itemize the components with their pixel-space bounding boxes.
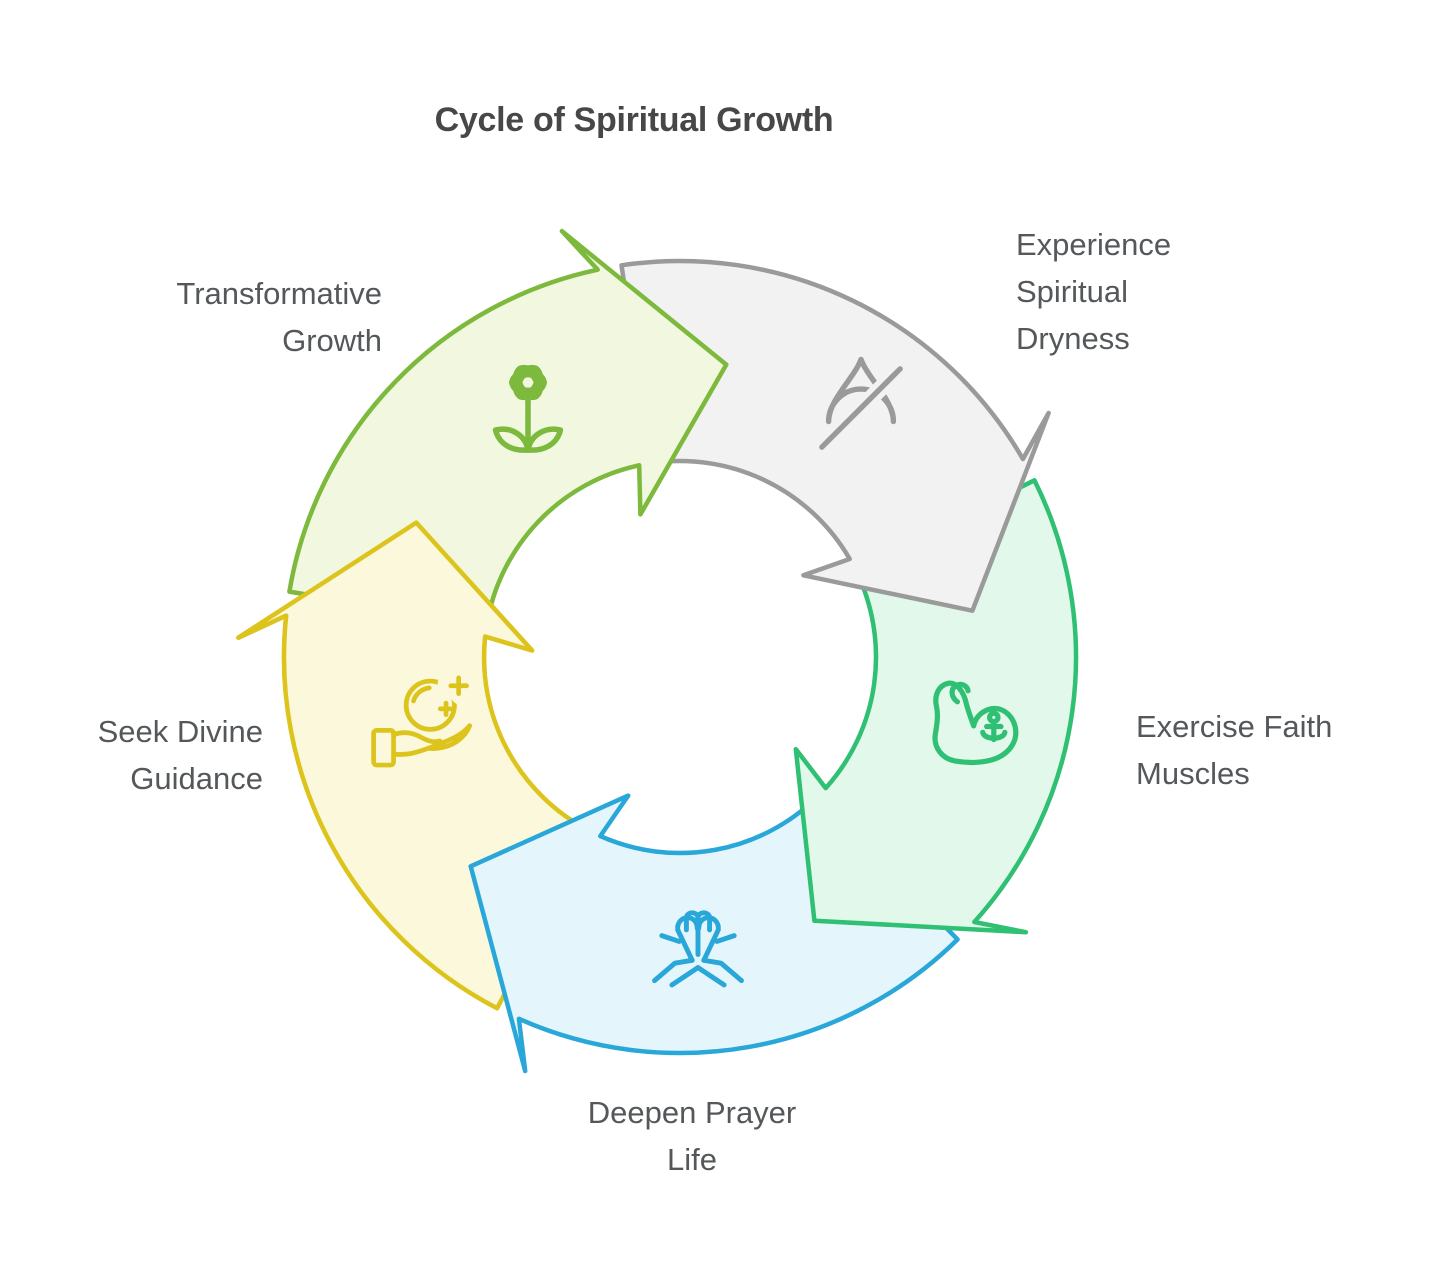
prayer-wrist-left xyxy=(652,957,701,988)
orb xyxy=(403,678,457,732)
droplet-slash xyxy=(819,366,903,450)
anchor-arms xyxy=(980,729,1008,741)
flower-leaf-left xyxy=(492,426,531,453)
step-label-exercise-faith-muscles: Exercise Faith Muscles xyxy=(1136,709,1333,791)
flower-center xyxy=(516,371,540,394)
droplet-outline xyxy=(825,356,897,425)
prayer-thumb-left xyxy=(659,933,682,944)
step-label-experience-spiritual-dryness: Experience Spiritual Dryness xyxy=(1016,227,1172,356)
flower-petals xyxy=(509,364,547,401)
step-label-seek-divine-guidance: Seek Divine Guidance xyxy=(97,714,263,796)
hand-palm xyxy=(391,723,473,757)
bicep-fist-curl xyxy=(949,681,971,705)
droplet-off-icon xyxy=(812,356,910,457)
prayer-inner-fingers xyxy=(683,910,713,933)
orb-shine xyxy=(411,685,432,704)
step-label-transformative-growth: Transformative Growth xyxy=(176,276,382,358)
praying-hands-icon xyxy=(652,910,744,988)
step-label-deepen-prayer-life: Deepen Prayer Life xyxy=(587,1095,797,1177)
prayer-wrist-right xyxy=(695,957,744,988)
hand-cuff xyxy=(371,728,396,768)
hand-holding-sparkle-icon xyxy=(371,675,473,768)
sparkle-small xyxy=(437,700,455,718)
arrow-segment-seek-divine-guidance-head-overlap xyxy=(236,520,582,699)
flexed-bicep-anchor-icon xyxy=(932,680,1019,766)
bicep-arm-outline xyxy=(932,680,1019,766)
sparkle-large xyxy=(448,675,469,697)
page-title: Cycle of Spiritual Growth xyxy=(434,101,834,139)
prayer-thumb-right xyxy=(714,933,737,944)
flower-icon xyxy=(492,364,564,453)
orb-gap xyxy=(437,676,465,705)
flower-leaf-right xyxy=(525,426,564,453)
